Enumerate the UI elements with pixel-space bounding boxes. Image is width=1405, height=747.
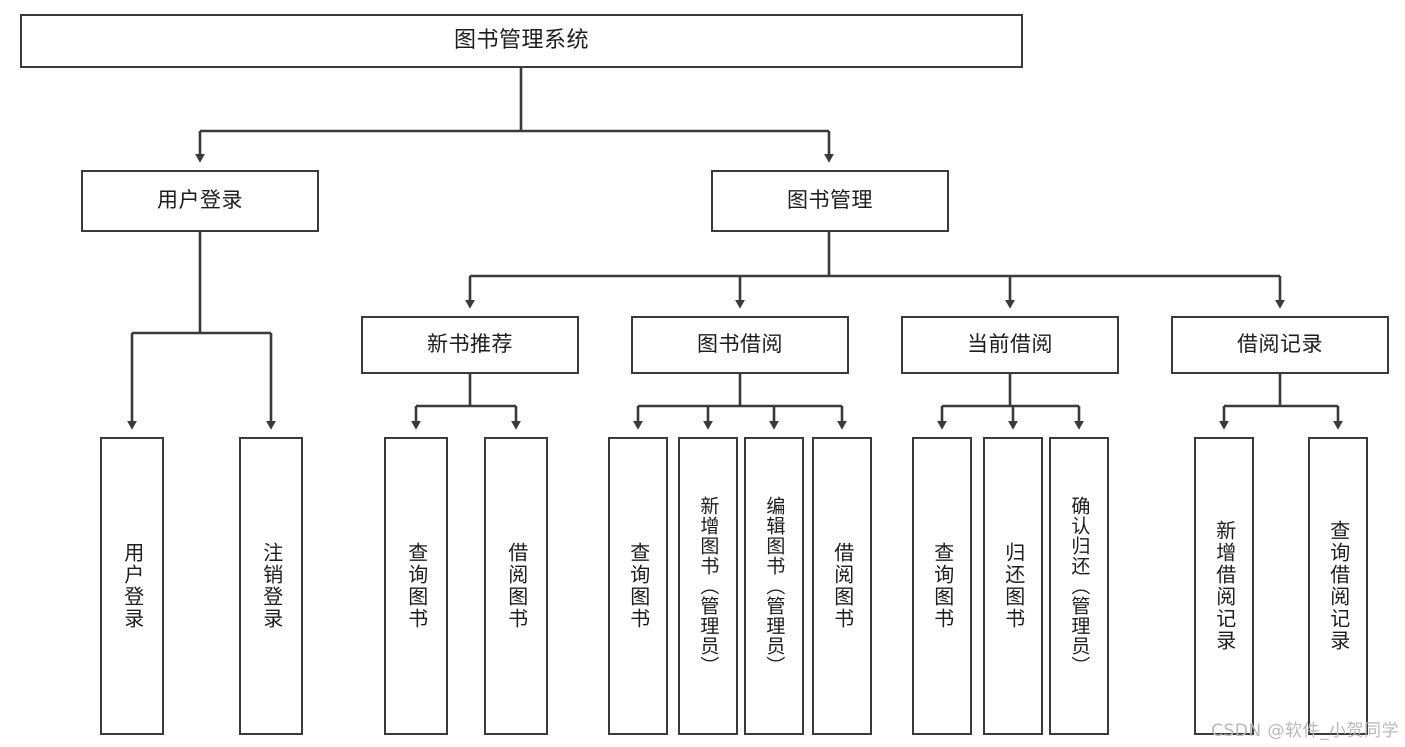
- node-user-login[interactable]: 用户登录: [81, 170, 319, 232]
- node-book-borrow[interactable]: 图书借阅: [631, 316, 849, 374]
- node-leaf-query-book-1-label: 查询图书: [404, 542, 429, 630]
- node-root-label: 图书管理系统: [453, 27, 589, 53]
- node-leaf-query-book-3-label: 查询图书: [930, 542, 955, 630]
- node-leaf-user-login[interactable]: 用户登录: [100, 437, 164, 735]
- node-leaf-query-record[interactable]: 查询借阅记录: [1308, 437, 1368, 735]
- node-root[interactable]: 图书管理系统: [20, 14, 1023, 68]
- node-leaf-edit-book-label: 编辑图书（管理员）: [763, 496, 786, 676]
- node-current-borrow[interactable]: 当前借阅: [901, 316, 1119, 374]
- node-book-borrow-label: 图书借阅: [697, 332, 783, 357]
- node-new-book-rec[interactable]: 新书推荐: [361, 316, 579, 374]
- node-book-manage-label: 图书管理: [787, 188, 873, 213]
- node-leaf-query-record-label: 查询借阅记录: [1326, 520, 1351, 652]
- node-leaf-add-record[interactable]: 新增借阅记录: [1194, 437, 1254, 735]
- node-leaf-return-book[interactable]: 归还图书: [983, 437, 1043, 735]
- node-leaf-edit-book[interactable]: 编辑图书（管理员）: [744, 437, 804, 735]
- node-leaf-borrow-book-1-label: 借阅图书: [504, 542, 529, 630]
- node-borrow-record[interactable]: 借阅记录: [1171, 316, 1389, 374]
- node-leaf-add-book[interactable]: 新增图书（管理员）: [678, 437, 738, 735]
- node-new-book-rec-label: 新书推荐: [427, 332, 513, 357]
- node-user-login-label: 用户登录: [157, 188, 243, 213]
- node-leaf-query-book-1[interactable]: 查询图书: [384, 437, 448, 735]
- node-leaf-borrow-book-1[interactable]: 借阅图书: [484, 437, 548, 735]
- node-leaf-add-record-label: 新增借阅记录: [1212, 520, 1237, 652]
- node-borrow-record-label: 借阅记录: [1237, 332, 1323, 357]
- node-leaf-add-book-label: 新增图书（管理员）: [697, 496, 720, 676]
- node-leaf-return-book-label: 归还图书: [1001, 542, 1026, 630]
- node-leaf-user-login-label: 用户登录: [120, 542, 145, 630]
- node-current-borrow-label: 当前借阅: [967, 332, 1053, 357]
- node-leaf-confirm-return[interactable]: 确认归还（管理员）: [1049, 437, 1109, 735]
- node-leaf-confirm-return-label: 确认归还（管理员）: [1068, 496, 1091, 676]
- node-leaf-query-book-2[interactable]: 查询图书: [608, 437, 668, 735]
- node-leaf-query-book-2-label: 查询图书: [626, 542, 651, 630]
- node-leaf-query-book-3[interactable]: 查询图书: [912, 437, 972, 735]
- node-leaf-borrow-book-2-label: 借阅图书: [830, 542, 855, 630]
- node-leaf-logout-label: 注销登录: [259, 542, 284, 630]
- node-leaf-borrow-book-2[interactable]: 借阅图书: [812, 437, 872, 735]
- watermark: CSDN @软件_小贺同学: [1211, 721, 1399, 741]
- node-book-manage[interactable]: 图书管理: [711, 170, 949, 232]
- node-leaf-logout[interactable]: 注销登录: [239, 437, 303, 735]
